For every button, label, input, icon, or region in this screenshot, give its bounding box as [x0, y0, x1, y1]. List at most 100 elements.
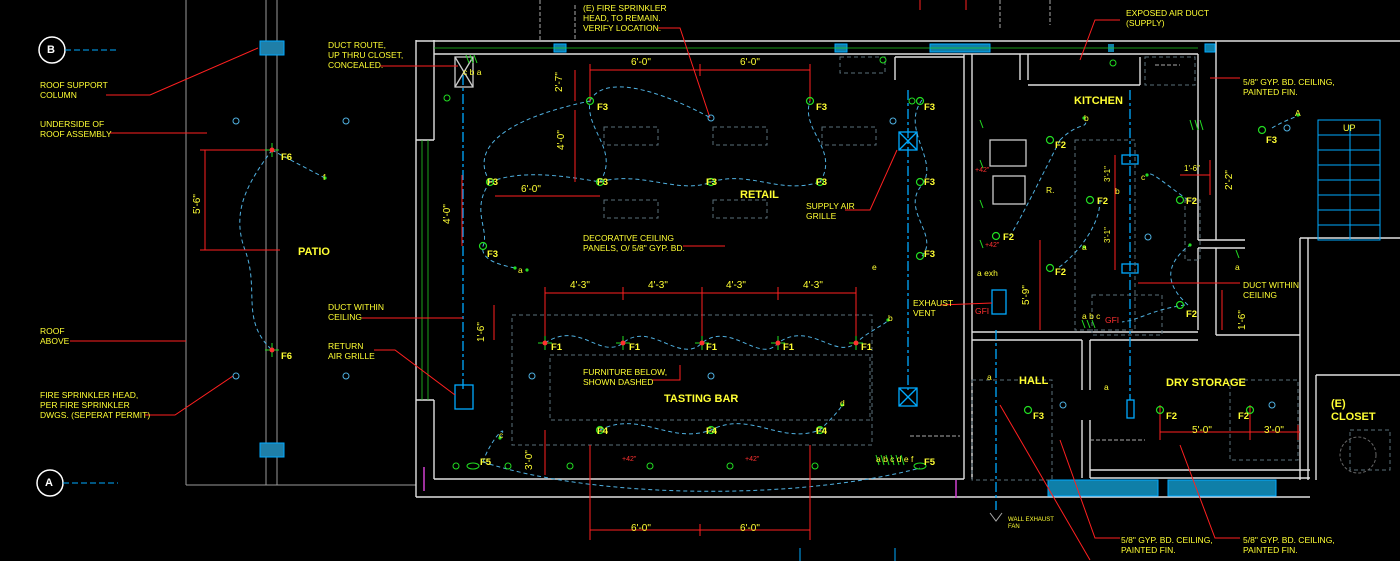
fixture-f1: F1 [629, 342, 641, 353]
light-circuits [239, 86, 1299, 492]
note-gyp-ceiling-top: 5/8" GYP. BD. CEILING,PAINTED FIN. [1243, 77, 1335, 97]
dim-bottom-1: 6'-0" [631, 523, 651, 534]
room-tasting-bar: TASTING BAR [664, 393, 739, 405]
dim-bar-4: 4'-3" [803, 280, 823, 291]
fixture-f2: F2 [1166, 411, 1178, 422]
dim-bar-2: 4'-3" [648, 280, 668, 291]
fixture-f3: F3 [924, 102, 936, 113]
dim-retail-v1: 2'-7" [554, 72, 565, 92]
dim-retail-top-1: 6'-0" [631, 57, 651, 68]
fixture-f2: F2 [1055, 267, 1067, 278]
note-exposed-duct: EXPOSED AIR DUCT(SUPPLY) [1126, 8, 1210, 28]
dim-retail-v3: 4'-0" [442, 204, 453, 224]
dim-kitchen-v1: 3'-1" [1103, 166, 1112, 182]
switch-label: f [323, 172, 326, 182]
grid-label-b: B [47, 44, 55, 56]
dim-retail-top-2: 6'-0" [740, 57, 760, 68]
dim-bar-3: 4'-3" [726, 280, 746, 291]
fixture-f2: F2 [1097, 196, 1109, 207]
note-furniture: FURNITURE BELOW,SHOWN DASHED [583, 367, 668, 387]
dim-kitchen-v2: 3'-1" [1103, 227, 1112, 243]
room-closet-2: CLOSET [1331, 411, 1376, 423]
switch-label: e [872, 262, 877, 272]
dim-retail-v2: 4'-0" [556, 130, 567, 150]
dim-dry-1: 5'-0" [1192, 425, 1212, 436]
switch-label: a [987, 372, 992, 382]
dim-dry-2: 3'-0" [1264, 425, 1284, 436]
switch-label: a exh [977, 268, 998, 278]
furniture [511, 56, 1391, 481]
grid-bubble-b [38, 36, 118, 64]
switch-label: a b c d e f [876, 454, 914, 464]
fixture-f2: F2 [1186, 196, 1198, 207]
range-label: R. [1046, 185, 1055, 195]
fixture-f1: F1 [783, 342, 795, 353]
switch-label: c b a [463, 67, 482, 77]
fixture-f1: F1 [706, 342, 718, 353]
room-patio: PATIO [298, 246, 330, 258]
fixture-f2: F2 [1055, 140, 1067, 151]
gfi-label: GFI [1105, 315, 1120, 325]
switch-label: a [1104, 382, 1109, 392]
fixture-f4: F4 [597, 426, 609, 437]
height-mark-3: +42" [975, 167, 990, 174]
windows [553, 43, 1277, 497]
closet-fixture-circle [1339, 436, 1377, 474]
fixture-f5: F5 [480, 457, 492, 468]
dim-kitchen-v4: 2'-2" [1224, 170, 1235, 190]
fixture-f2: F2 [1238, 411, 1250, 422]
dim-kitchen-v5: 1'-6" [1237, 310, 1248, 330]
sprinkler-heads [232, 114, 1291, 409]
fixture-f4: F4 [706, 426, 718, 437]
dim-kitchen-h: 1'-6" [1184, 164, 1200, 173]
fixture-f3: F3 [487, 177, 499, 188]
stair [1317, 119, 1381, 241]
fixture-f3: F3 [1266, 135, 1278, 146]
switch-label: b [888, 313, 893, 323]
fixture-f3: F3 [924, 249, 936, 260]
dim-bar-1: 4'-3" [570, 280, 590, 291]
fixture-f3: F3 [487, 249, 499, 260]
room-hall: HALL [1019, 375, 1049, 387]
fixture-f3: F3 [597, 102, 609, 113]
dim-bar-v2: 3'-0" [524, 450, 535, 470]
note-duct-route: DUCT ROUTE,UP THRU CLOSET,CONCEALED. [328, 40, 404, 70]
switch-markers [465, 54, 1240, 466]
wall-cabinet-lines [539, 0, 1180, 441]
ducts [454, 56, 1139, 510]
dim-bar-v1: 1'-6" [476, 322, 487, 342]
note-gyp-ceiling-hall: 5/8" GYP. BD. CEILING,PAINTED FIN. [1121, 535, 1213, 555]
room-dry-storage: DRY STORAGE [1166, 377, 1246, 389]
dim-bottom-2: 6'-0" [740, 523, 760, 534]
stair-up-label: UP [1343, 123, 1356, 133]
switch-label: a [1235, 262, 1240, 272]
fixture-f3: F3 [1033, 411, 1045, 422]
fixture-f1: F1 [861, 342, 873, 353]
fixture-f2: F2 [1186, 309, 1198, 320]
fixture-f3: F3 [706, 177, 718, 188]
column-cap-bottom [259, 442, 285, 458]
grid-bubble-a [36, 469, 118, 497]
fixture-f3: F3 [816, 177, 828, 188]
dim-kitchen-v3: 5'-9" [1021, 285, 1032, 305]
switch-label: d [840, 398, 845, 408]
roof-column-line [185, 0, 416, 486]
room-retail: RETAIL [740, 189, 779, 201]
fixture-f5: F5 [924, 457, 936, 468]
switch-label: A [1295, 108, 1301, 118]
column-cap-top [259, 40, 285, 56]
height-mark-4: +42" [985, 242, 1000, 249]
fixture-f4: F4 [816, 426, 828, 437]
fixture-f6-bottom: F6 [281, 351, 293, 362]
switch-label: b [1084, 113, 1089, 123]
